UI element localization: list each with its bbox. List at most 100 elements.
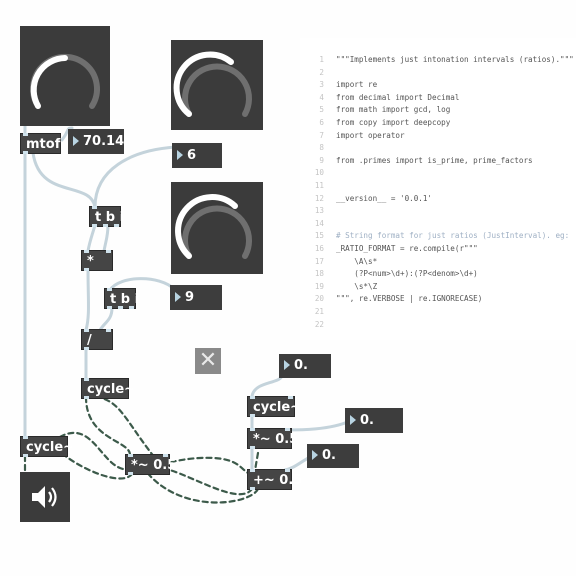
object-label: cycle~ bbox=[26, 440, 75, 455]
multiply-signal-object-2[interactable]: *~ 0.5 bbox=[247, 428, 298, 449]
number-triangle-icon bbox=[177, 149, 183, 160]
code-text: from decimal import Decimal bbox=[336, 92, 460, 102]
number-value: 6 bbox=[187, 148, 197, 163]
denominator-number-box[interactable]: 9 bbox=[170, 285, 222, 310]
line-number: 17 bbox=[314, 256, 324, 266]
code-line: 9 from .primes import is_prime, prime_fac… bbox=[300, 155, 576, 167]
multiply-object[interactable]: * bbox=[81, 250, 113, 271]
speaker-button[interactable] bbox=[20, 472, 70, 522]
code-text: import operator bbox=[336, 130, 405, 140]
code-text: from .primes import is_prime, prime_fact… bbox=[336, 155, 533, 165]
code-text: from copy import deepcopy bbox=[336, 118, 451, 127]
number-triangle-icon bbox=[175, 291, 181, 302]
line-number: 7 bbox=[319, 130, 324, 140]
divide-object[interactable]: / bbox=[81, 329, 113, 350]
close-icon[interactable]: ✕ bbox=[195, 348, 221, 374]
code-line: 16 _RATIO_FORMAT = re.compile(r""" bbox=[300, 243, 576, 255]
code-line: 22 bbox=[300, 319, 576, 331]
code-text: _RATIO_FORMAT = re.compile(r""" bbox=[336, 244, 478, 253]
code-line: 14 bbox=[300, 218, 576, 230]
object-label: t b i bbox=[110, 292, 140, 307]
number-triangle-icon bbox=[284, 359, 290, 370]
code-text: """Implements just intonation intervals … bbox=[336, 55, 574, 64]
object-label: +~ 0.5 bbox=[253, 473, 303, 488]
number-box-scale[interactable]: 0. bbox=[345, 408, 403, 433]
number-box-add[interactable]: 0. bbox=[307, 444, 359, 468]
code-text: __version__ = '0.0.1' bbox=[336, 193, 433, 203]
code-editor-panel[interactable]: 1 """Implements just intonation intervals… bbox=[300, 38, 576, 340]
multiply-signal-object-1[interactable]: *~ 0.5 bbox=[125, 454, 176, 475]
dial-arc-icon bbox=[173, 51, 252, 117]
number-value: 0. bbox=[322, 448, 336, 463]
frequency-number-box[interactable]: 70.14 bbox=[68, 129, 124, 154]
line-number: 13 bbox=[314, 206, 324, 216]
dial-1[interactable] bbox=[20, 26, 110, 126]
line-number: 11 bbox=[314, 181, 324, 190]
code-line: 11 bbox=[300, 180, 576, 192]
mtof-object[interactable]: mtof bbox=[20, 133, 61, 154]
number-triangle-icon bbox=[312, 449, 318, 460]
code-line: 20 """, re.VERBOSE | re.IGNORECASE) bbox=[300, 293, 576, 305]
object-label: t b i bbox=[95, 210, 125, 225]
object-label: / bbox=[87, 333, 92, 348]
object-label: *~ 0.5 bbox=[253, 432, 299, 447]
line-number: 2 bbox=[319, 67, 324, 77]
number-box-offset[interactable]: 0. bbox=[279, 354, 331, 378]
line-number: 16 bbox=[314, 244, 324, 253]
code-line: 6 from copy import deepcopy bbox=[300, 117, 576, 129]
numerator-number-box[interactable]: 6 bbox=[172, 143, 222, 168]
line-number: 9 bbox=[319, 155, 324, 165]
trigger-object-2[interactable]: t b i bbox=[104, 288, 140, 309]
code-line: 17 \A\s* bbox=[300, 256, 576, 268]
dial-arc-icon bbox=[30, 53, 100, 109]
object-label: * bbox=[87, 254, 94, 269]
object-label: cycle~ bbox=[253, 400, 302, 415]
code-line: 2 bbox=[300, 67, 576, 79]
code-line: 8 bbox=[300, 142, 576, 154]
cycle-object-1[interactable]: cycle~ bbox=[81, 378, 135, 399]
line-number: 20 bbox=[314, 294, 324, 304]
code-text: """, re.VERBOSE | re.IGNORECASE) bbox=[336, 294, 483, 304]
line-number: 3 bbox=[319, 80, 324, 90]
line-number: 12 bbox=[314, 193, 324, 203]
line-number: 15 bbox=[314, 231, 324, 241]
speaker-icon bbox=[32, 486, 57, 508]
dial-3[interactable] bbox=[171, 182, 263, 274]
number-value: 9 bbox=[185, 290, 195, 305]
trigger-object-1[interactable]: t b i bbox=[89, 206, 125, 227]
line-number: 21 bbox=[314, 307, 324, 316]
code-text: \s*\Z bbox=[336, 281, 378, 291]
code-text: # String format for just ratios (JustInt… bbox=[336, 231, 570, 241]
code-line: 10 bbox=[300, 167, 576, 179]
line-number: 10 bbox=[314, 168, 324, 178]
code-line: 12 __version__ = '0.0.1' bbox=[300, 193, 576, 205]
line-number: 8 bbox=[319, 143, 324, 153]
dial-2[interactable] bbox=[171, 40, 263, 130]
cycle-object-2[interactable]: cycle~ bbox=[20, 436, 74, 457]
object-label: mtof bbox=[26, 137, 61, 152]
number-value: 0. bbox=[360, 413, 374, 428]
code-line: 15 # String format for just ratios (JustI… bbox=[300, 230, 576, 242]
line-number: 6 bbox=[319, 118, 324, 127]
dial-arc-icon bbox=[175, 194, 252, 259]
code-line: 18 (?P<num>\d+):(?P<denom>\d+) bbox=[300, 268, 576, 280]
object-label: *~ 0.5 bbox=[131, 458, 177, 473]
cycle-object-3[interactable]: cycle~ bbox=[247, 396, 301, 417]
number-value: 0. bbox=[294, 358, 308, 373]
code-text: (?P<num>\d+):(?P<denom>\d+) bbox=[336, 269, 478, 279]
number-value: 70.14 bbox=[83, 134, 125, 149]
line-number: 19 bbox=[314, 281, 324, 291]
code-line: 21 bbox=[300, 306, 576, 318]
add-signal-object[interactable]: +~ 0.5 bbox=[247, 469, 302, 490]
code-line: 1 """Implements just intonation intervals… bbox=[300, 54, 576, 66]
line-number: 1 bbox=[319, 55, 324, 64]
line-number: 5 bbox=[319, 105, 324, 115]
code-text: \A\s* bbox=[336, 256, 378, 266]
number-triangle-icon bbox=[350, 414, 356, 425]
number-triangle-icon bbox=[73, 135, 79, 146]
line-number: 14 bbox=[314, 218, 324, 228]
code-line: 13 bbox=[300, 205, 576, 217]
